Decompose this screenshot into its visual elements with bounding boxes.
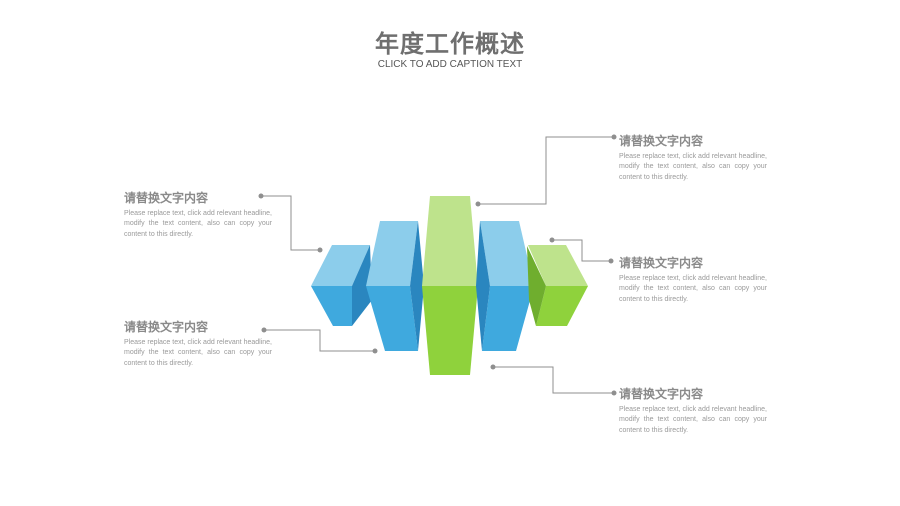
callout-middle-right: 请替换文字内容 Please replace text, click add r…: [619, 255, 767, 305]
connector-lines: [261, 136, 614, 394]
callout-heading: 请替换文字内容: [124, 320, 209, 334]
connector-dot: [261, 327, 267, 333]
callout-top-right: 请替换文字内容 Please replace text, click add r…: [619, 133, 767, 183]
connector-dot: [611, 390, 617, 396]
prism-left-tall: [366, 221, 424, 351]
connector-top-left: [261, 195, 320, 251]
callout-heading: 请替换文字内容: [619, 256, 704, 270]
callout-body: Please replace text, click add relevant …: [124, 210, 272, 238]
connector-dot: [608, 258, 614, 264]
callout-heading: 请替换文字内容: [619, 134, 704, 148]
prism-center: [422, 196, 478, 375]
connector-top-right: [478, 136, 614, 205]
connector-dot: [258, 193, 264, 199]
prism-right-tall: [476, 221, 534, 351]
connector-dot: [549, 237, 555, 243]
connector-dot: [372, 348, 378, 354]
callout-bottom-right: 请替换文字内容 Please replace text, click add r…: [619, 386, 767, 436]
slide-subtitle: CLICK TO ADD CAPTION TEXT: [377, 59, 523, 70]
callout-heading: 请替换文字内容: [619, 387, 704, 401]
callout-top-left: 请替换文字内容 Please replace text, click add r…: [124, 190, 272, 240]
slide-title: 年度工作概述: [375, 30, 525, 58]
callout-body: Please replace text, click add relevant …: [619, 406, 767, 434]
connector-dots: [258, 134, 617, 396]
connector-middle-right: [552, 239, 611, 262]
connector-dot: [475, 201, 481, 207]
prism-left-small: [311, 245, 372, 326]
prism-right-small: [527, 245, 588, 326]
connector-dot: [611, 134, 617, 140]
callout-body: Please replace text, click add relevant …: [619, 275, 767, 303]
connector-bottom-left: [264, 329, 375, 352]
callout-heading: 请替换文字内容: [124, 191, 209, 205]
connector-bottom-right: [493, 366, 614, 394]
callout-body: Please replace text, click add relevant …: [619, 153, 767, 181]
connector-dot: [317, 247, 323, 253]
callout-bottom-left: 请替换文字内容 Please replace text, click add r…: [124, 319, 272, 369]
callout-body: Please replace text, click add relevant …: [124, 339, 272, 367]
connector-dot: [490, 364, 496, 370]
